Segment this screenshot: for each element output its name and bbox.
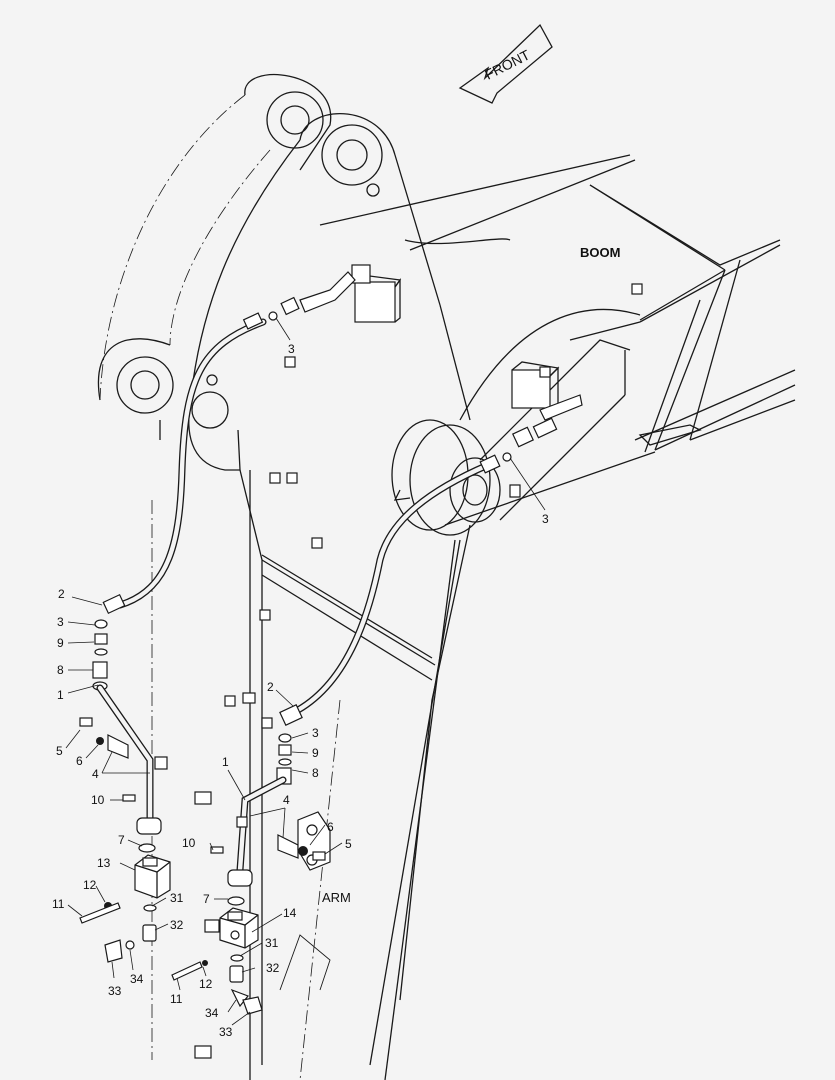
callout-label: 11 — [170, 992, 183, 1006]
right-valve-block — [171, 907, 263, 1015]
callout-label: 34 — [205, 1006, 219, 1020]
front-label: FRONT — [482, 46, 533, 82]
callout-labels: 3 3 2 3 9 8 1 5 6 4 10 7 13 12 11 31 32 … — [52, 342, 549, 1039]
callout-label: 9 — [312, 746, 319, 760]
callout-label: 13 — [97, 856, 111, 870]
callout-label: 31 — [265, 936, 279, 950]
left-valve-block — [79, 854, 171, 963]
callout-label: 3 — [288, 342, 295, 356]
mounting-lugs — [194, 283, 643, 1059]
right-pipe-assembly — [210, 733, 331, 906]
callout-label: 14 — [283, 906, 297, 920]
boom-upper-valve — [280, 264, 402, 323]
left-pipe-assembly — [79, 619, 168, 853]
callout-label: 12 — [83, 878, 97, 892]
callout-label: 2 — [58, 587, 65, 601]
boom-label: BOOM — [580, 245, 620, 260]
callout-label: 6 — [327, 820, 334, 834]
callout-label: 8 — [312, 766, 319, 780]
callout-label: 33 — [108, 984, 122, 998]
callout-label: 8 — [57, 663, 64, 677]
front-arrow: FRONT — [458, 23, 553, 104]
callout-label: 4 — [92, 767, 99, 781]
hose-left — [102, 311, 278, 615]
callout-label: 32 — [266, 961, 280, 975]
callout-label: 3 — [57, 615, 64, 629]
leader-lines — [65, 317, 546, 1026]
callout-label: 7 — [203, 892, 210, 906]
callout-label: 9 — [57, 636, 64, 650]
callout-label: 2 — [267, 680, 274, 694]
callout-label: 1 — [222, 755, 229, 769]
callout-label: 7 — [118, 833, 125, 847]
boom-outline — [159, 113, 796, 526]
boom-lower-valve — [509, 361, 583, 498]
callout-label: 3 — [312, 726, 319, 740]
callout-label: 34 — [130, 972, 144, 986]
callout-label: 32 — [170, 918, 184, 932]
callout-label: 3 — [542, 512, 549, 526]
hose-right — [279, 452, 512, 726]
callout-label: 33 — [219, 1025, 233, 1039]
callout-label: 10 — [182, 836, 196, 850]
callout-label: 12 — [199, 977, 213, 991]
arm-label: ARM — [322, 890, 351, 905]
callout-label: 5 — [345, 837, 352, 851]
boom-rear-outline — [97, 74, 332, 414]
callout-label: 1 — [57, 688, 64, 702]
callout-label: 5 — [56, 744, 63, 758]
callout-label: 11 — [52, 897, 65, 911]
arm-pivot — [391, 339, 631, 536]
callout-label: 6 — [76, 754, 83, 768]
callout-label: 10 — [91, 793, 105, 807]
callout-label: 4 — [283, 793, 290, 807]
arm-outline — [151, 304, 471, 1080]
callout-label: 31 — [170, 891, 184, 905]
